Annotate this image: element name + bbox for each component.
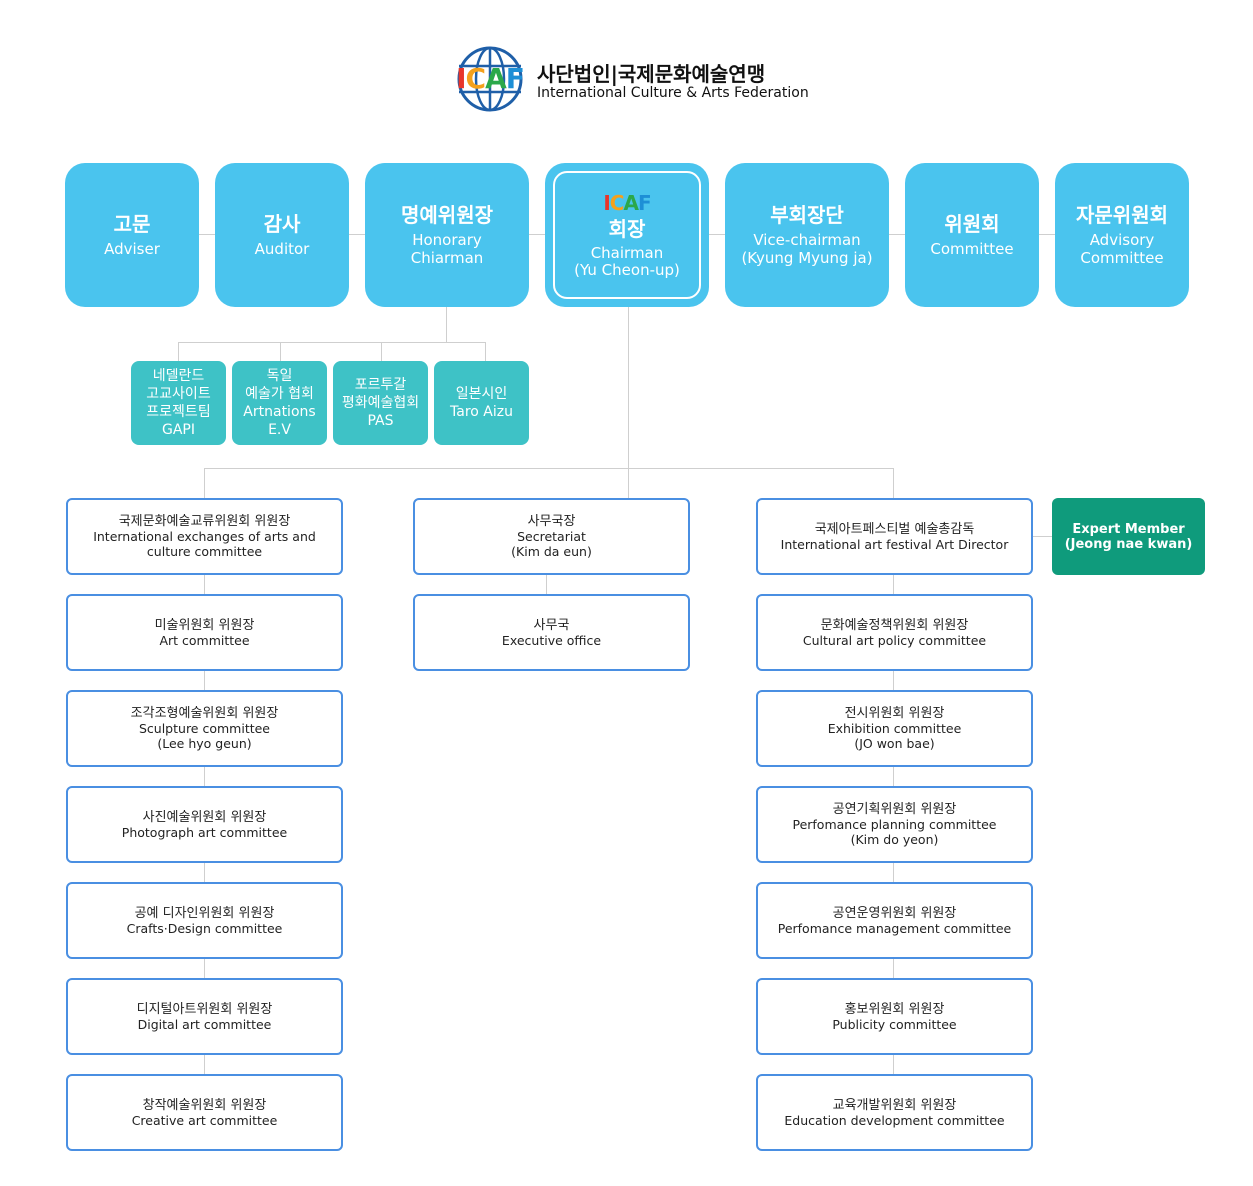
sub-box-taro-aizu: 일본시인 Taro Aizu xyxy=(434,361,529,445)
logo-text: ICAF xyxy=(456,62,525,95)
vice-chairman-box: 부회장단 Vice-chairman (Kyung Myung ja) xyxy=(725,163,889,307)
left-box-international-exchanges: 국제문화예술교류위원회 위원장 International exchanges … xyxy=(66,498,343,575)
chairman-box: ICAF 회장 Chairman (Yu Cheon-up) xyxy=(545,163,709,307)
main-branch xyxy=(204,468,894,469)
right-box-performance-planning: 공연기획위원회 위원장 Perfomance planning committe… xyxy=(756,786,1033,863)
committee-box: 위원회 Committee xyxy=(905,163,1039,307)
adviser-box: 고문 Adviser xyxy=(65,163,199,307)
globe-icon xyxy=(457,46,523,112)
right-box-exhibition-committee: 전시위원회 위원장 Exhibition committee (JO won b… xyxy=(756,690,1033,767)
header-logo: ICAF xyxy=(452,44,528,114)
right-box-performance-management: 공연운영위원회 위원장 Perfomance management commit… xyxy=(756,882,1033,959)
expert-connector xyxy=(1032,536,1052,537)
left-box-crafts-design-committee: 공예 디자인위원회 위원장 Crafts·Design committee xyxy=(66,882,343,959)
sub-box-artnations: 독일 예술가 협회 Artnations E.V xyxy=(232,361,327,445)
left-box-art-committee: 미술위원회 위원장 Art committee xyxy=(66,594,343,671)
right-box-education-development: 교육개발위원회 위원장 Education development commit… xyxy=(756,1074,1033,1151)
middle-box-secretariat: 사무국장 Secretariat (Kim da eun) xyxy=(413,498,690,575)
left-box-creative-art-committee: 창작예술위원회 위원장 Creative art committee xyxy=(66,1074,343,1151)
right-box-cultural-art-policy: 문화예술정책위원회 위원장 Cultural art policy commit… xyxy=(756,594,1033,671)
sub-box-gapi: 네델란드 고교사이트 프로젝트팀 GAPI xyxy=(131,361,226,445)
middle-box-executive-office: 사무국 Executive office xyxy=(413,594,690,671)
sub-box-pas: 포르투갈 평화예술협회 PAS xyxy=(333,361,428,445)
left-box-sculpture-committee: 조각조형예술위원회 위원장 Sculpture committee (Lee h… xyxy=(66,690,343,767)
chairman-stem xyxy=(628,306,629,498)
right-box-publicity-committee: 홍보위원회 위원장 Publicity committee xyxy=(756,978,1033,1055)
chairman-logo: ICAF xyxy=(603,191,651,215)
honorary-branch xyxy=(178,342,486,343)
expert-member-box: Expert Member (Jeong nae kwan) xyxy=(1052,498,1205,575)
auditor-box: 감사 Auditor xyxy=(215,163,349,307)
honorary-chairman-box: 명예위원장 Honorary Chiarman xyxy=(365,163,529,307)
left-box-photograph-committee: 사진예술위원회 위원장 Photograph art committee xyxy=(66,786,343,863)
header-title-ko: 사단법인|국제문화예술연맹 xyxy=(537,62,766,86)
honorary-stem xyxy=(446,306,447,342)
right-box-art-festival-director: 국제아트페스티벌 예술총감독 International art festiva… xyxy=(756,498,1033,575)
left-box-digital-art-committee: 디지털아트위원회 위원장 Digital art committee xyxy=(66,978,343,1055)
advisory-committee-box: 자문위원회 Advisory Committee xyxy=(1055,163,1189,307)
header-title-en: International Culture & Arts Federation xyxy=(537,85,809,101)
middle-column-spine xyxy=(546,574,547,594)
